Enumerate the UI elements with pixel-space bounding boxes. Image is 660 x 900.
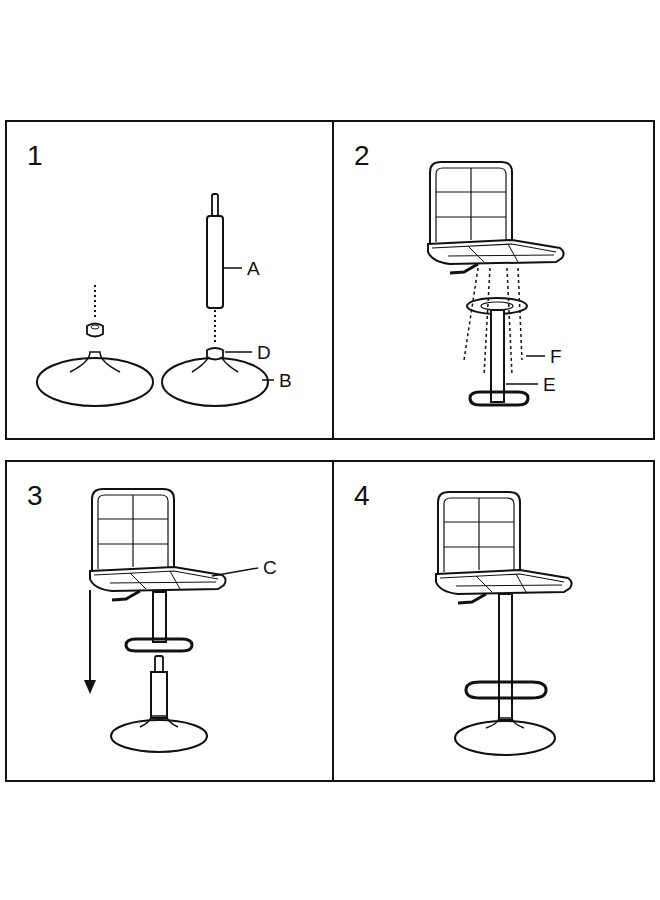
part-letter: E bbox=[542, 375, 557, 394]
down-arrow bbox=[84, 590, 96, 694]
part-letter: D bbox=[256, 343, 272, 362]
step-number: 4 bbox=[354, 482, 370, 510]
assembled-stool bbox=[436, 492, 572, 755]
screws bbox=[464, 268, 522, 375]
base-with-cylinder bbox=[111, 656, 207, 752]
step-number: 3 bbox=[27, 482, 43, 510]
base-with-cylinder bbox=[162, 194, 268, 406]
step-panel: 1 bbox=[5, 120, 334, 440]
step-number: 1 bbox=[27, 142, 43, 170]
leader-lines bbox=[506, 356, 545, 384]
part-letter: F bbox=[549, 347, 563, 366]
base-with-nut bbox=[37, 285, 153, 406]
step-panel: 2 bbox=[332, 120, 655, 440]
part-letter: B bbox=[278, 371, 293, 390]
part-letter: C bbox=[262, 558, 278, 577]
stem-with-plate bbox=[467, 298, 528, 405]
leader-lines bbox=[212, 568, 258, 576]
part-letter: A bbox=[246, 259, 261, 278]
leader-lines bbox=[224, 268, 274, 380]
chair-seat bbox=[428, 162, 564, 273]
step-panel: 4 bbox=[332, 460, 655, 782]
step-panel: 3 bbox=[5, 460, 334, 782]
step-number: 2 bbox=[354, 142, 370, 170]
chair-assembly bbox=[90, 489, 226, 651]
